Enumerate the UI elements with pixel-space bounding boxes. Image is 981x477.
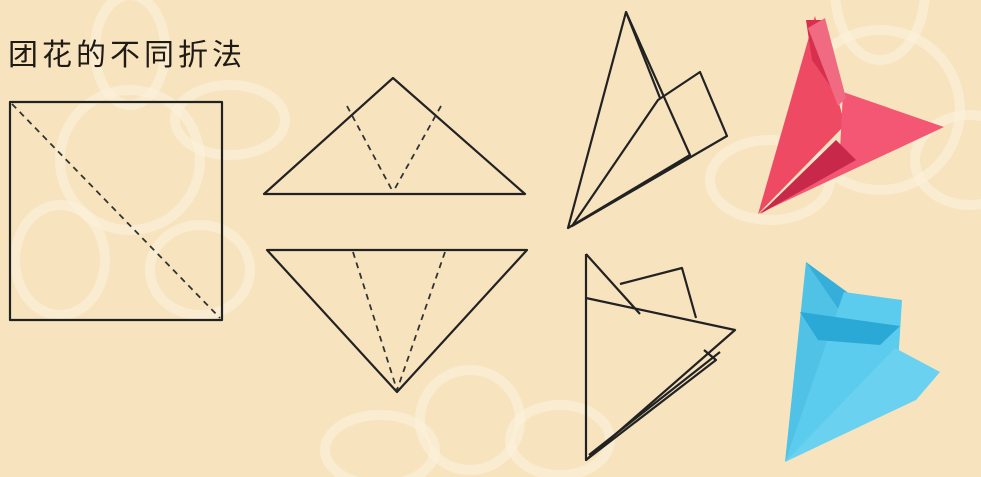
- folded-cone-diagram-upper: [568, 12, 727, 228]
- page-title: 团花的不同折法: [8, 30, 246, 74]
- background-flower-bottom: [325, 370, 610, 477]
- triangle-diagram: [264, 78, 525, 194]
- blue-paper-photo: [785, 262, 940, 462]
